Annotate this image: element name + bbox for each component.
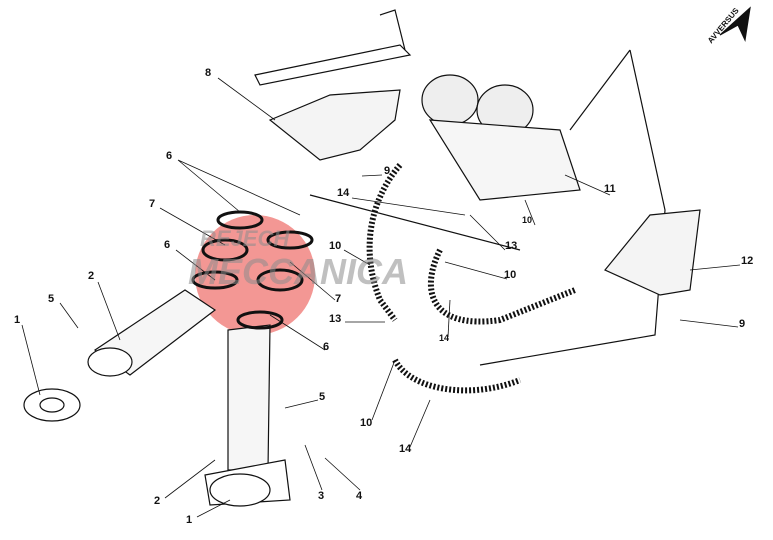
callout: 10 <box>360 417 373 429</box>
callout: 2 <box>154 495 161 507</box>
callout: 10 <box>329 240 342 252</box>
carburetor-body <box>428 119 581 201</box>
carburetor-left <box>421 74 479 126</box>
callout: 6 <box>164 239 171 251</box>
callout: 1 <box>14 314 21 326</box>
gasket-left <box>23 388 81 422</box>
vent-hose-upper <box>366 163 403 322</box>
callout: 4 <box>356 490 363 502</box>
callout: 3 <box>318 490 325 502</box>
watermark-line1: REJECH <box>200 226 290 251</box>
callout: 10 <box>522 215 533 225</box>
callout: 9 <box>384 165 391 177</box>
callout: 7 <box>149 198 156 210</box>
gasket-left-hole <box>39 397 65 413</box>
direction-arrow-icon <box>719 6 751 43</box>
callout: 6 <box>323 341 330 353</box>
vent-hose-middle <box>427 248 577 325</box>
callout: 9 <box>739 318 746 330</box>
callout: 13 <box>329 313 342 325</box>
callout: 14 <box>399 443 412 455</box>
vent-hose-lower <box>392 358 522 394</box>
watermark-line2: MECCANICA <box>188 251 408 292</box>
callout: 14 <box>337 187 350 199</box>
cover-part-8 <box>268 89 401 161</box>
callout: 10 <box>504 269 517 281</box>
callout: 1 <box>186 514 193 526</box>
callout: 12 <box>741 255 754 267</box>
callout: 6 <box>166 150 173 162</box>
leader-lines <box>21 77 741 518</box>
intake-manifold-right <box>227 324 271 471</box>
callout: 2 <box>88 270 95 282</box>
callout: 5 <box>319 391 326 403</box>
cover-part-12 <box>604 209 701 296</box>
callout: 7 <box>335 293 342 305</box>
callout: 13 <box>505 240 518 252</box>
frame-bar-upright <box>379 9 406 51</box>
callout: 14 <box>439 333 450 343</box>
gasket-right <box>209 473 271 507</box>
callout: 11 <box>604 183 616 195</box>
callout: 8 <box>205 67 212 79</box>
callout: 5 <box>48 293 55 305</box>
frame-bar <box>254 44 412 86</box>
flange-left <box>87 347 133 377</box>
